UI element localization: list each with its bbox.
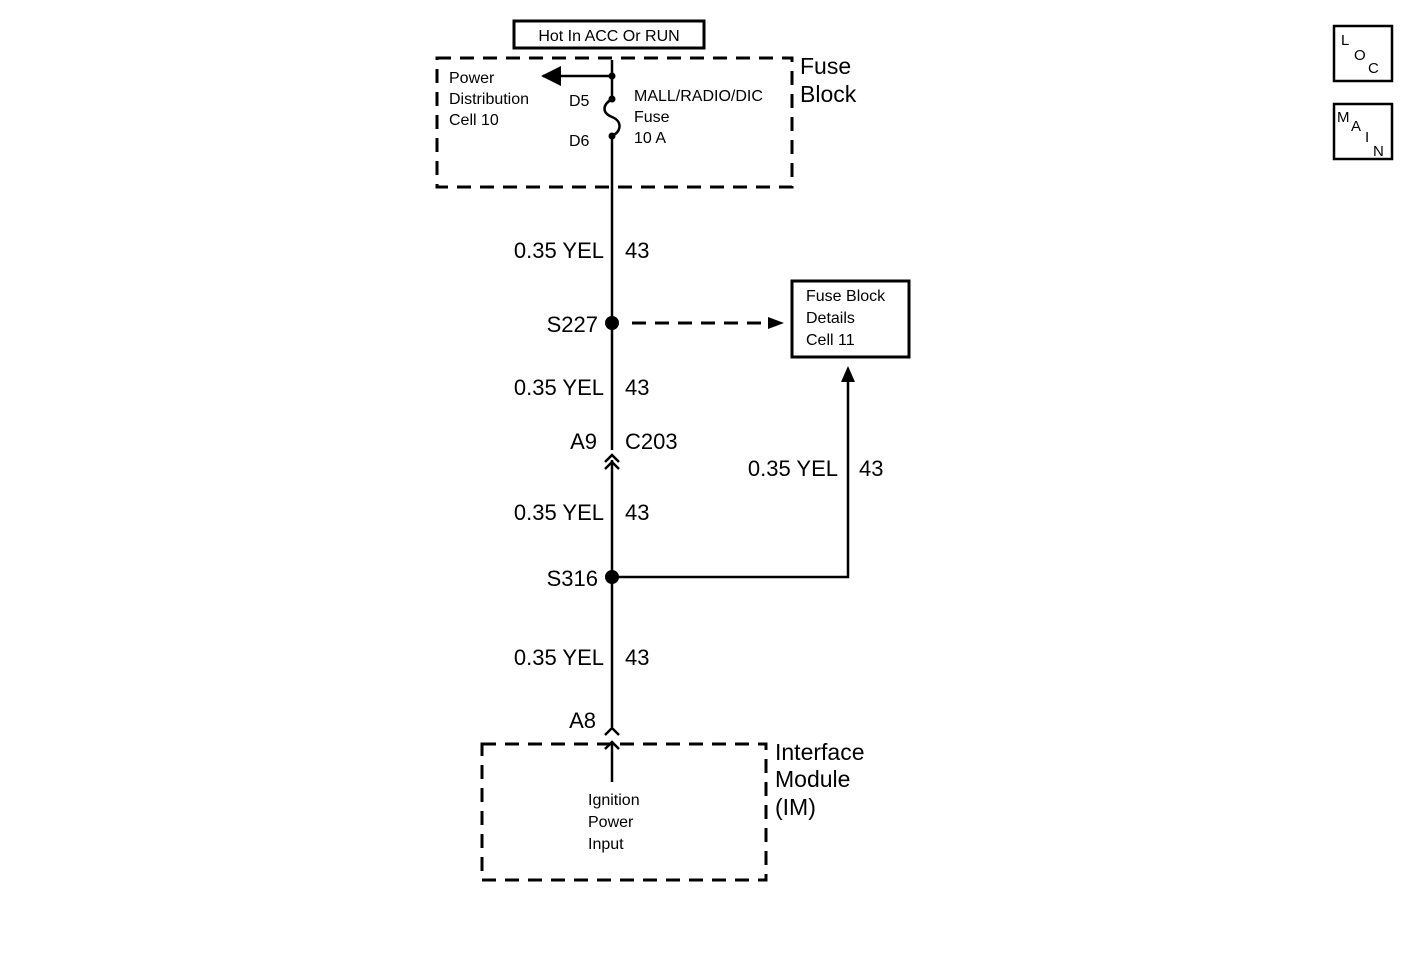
branch-wire (612, 382, 850, 579)
wire-circuit-number: 43 (625, 645, 649, 670)
wire-gauge-color: 0.35 YEL (748, 456, 838, 481)
wire-circuit-number: 43 (625, 500, 649, 525)
connector-c203-pin: A9 (570, 429, 597, 454)
bus-junction-dot (608, 72, 616, 80)
svg-text:Distribution: Distribution (449, 91, 529, 108)
wire-gauge-color: 0.35 YEL (514, 238, 604, 263)
svg-text:Cell 10: Cell 10 (449, 112, 499, 129)
interface-module-name: Interface (775, 739, 865, 765)
interface-module-name: (IM) (775, 794, 816, 820)
fuse-icon (603, 97, 621, 138)
wire-circuit-number: 43 (859, 456, 883, 481)
interface-module-outline (480, 742, 768, 882)
connector-a8-pin: A8 (569, 708, 596, 733)
wire-gauge-color: 0.35 YEL (514, 500, 604, 525)
im-input-label: Power (588, 814, 634, 831)
loc-button[interactable]: L O C (1332, 24, 1394, 83)
fuse-name-label: MALL/RADIO/DIC (634, 88, 763, 105)
svg-text:C: C (1368, 60, 1379, 77)
connector-a8-icon (604, 726, 620, 736)
fuse-block-outline (435, 56, 794, 189)
svg-text:Cell 11: Cell 11 (806, 332, 855, 349)
svg-text:Hot In ACC Or RUN: Hot In ACC Or RUN (538, 28, 679, 45)
arrow-right-icon (768, 317, 784, 329)
svg-text:Fuse Block: Fuse Block (806, 288, 886, 305)
fuse-name-label: Fuse (634, 109, 670, 126)
pin-d5-label: D5 (569, 93, 590, 110)
svg-text:Details: Details (806, 310, 855, 327)
splice-s227-label: S227 (547, 312, 598, 337)
fuse-block-name: Fuse (800, 53, 851, 79)
connector-c203-icon (604, 453, 620, 463)
interface-module-name: Module (775, 766, 850, 792)
splice-s316-label: S316 (547, 566, 598, 591)
connector-c203-icon (604, 460, 620, 470)
power-distribution-ref-link[interactable]: Power Distribution Cell 10 (449, 70, 529, 129)
wire-circuit-number: 43 (625, 375, 649, 400)
wire-gauge-color: 0.35 YEL (514, 375, 604, 400)
power-source-label: Hot In ACC Or RUN (512, 19, 706, 50)
svg-text:Power: Power (449, 70, 495, 87)
fuse-rating-label: 10 A (634, 130, 666, 147)
pin-d6-label: D6 (569, 133, 590, 150)
im-input-label: Input (588, 836, 624, 853)
connector-a8-icon (604, 740, 620, 750)
splice-s227 (605, 316, 619, 330)
svg-text:O: O (1354, 47, 1366, 64)
svg-text:L: L (1341, 32, 1349, 49)
arrow-up-icon (841, 366, 855, 382)
wire-circuit-number: 43 (625, 238, 649, 263)
wire-gauge-color: 0.35 YEL (514, 645, 604, 670)
svg-text:M: M (1337, 109, 1350, 126)
svg-text:A: A (1351, 118, 1361, 135)
im-input-label: Ignition (588, 792, 640, 809)
fuse-block-name: Block (800, 81, 857, 107)
fuse-block-details-link[interactable]: Fuse Block Details Cell 11 (790, 279, 911, 359)
svg-text:N: N (1373, 143, 1384, 160)
svg-text:I: I (1365, 129, 1369, 146)
main-button[interactable]: M A I N (1332, 102, 1394, 161)
connector-c203-name: C203 (625, 429, 678, 454)
